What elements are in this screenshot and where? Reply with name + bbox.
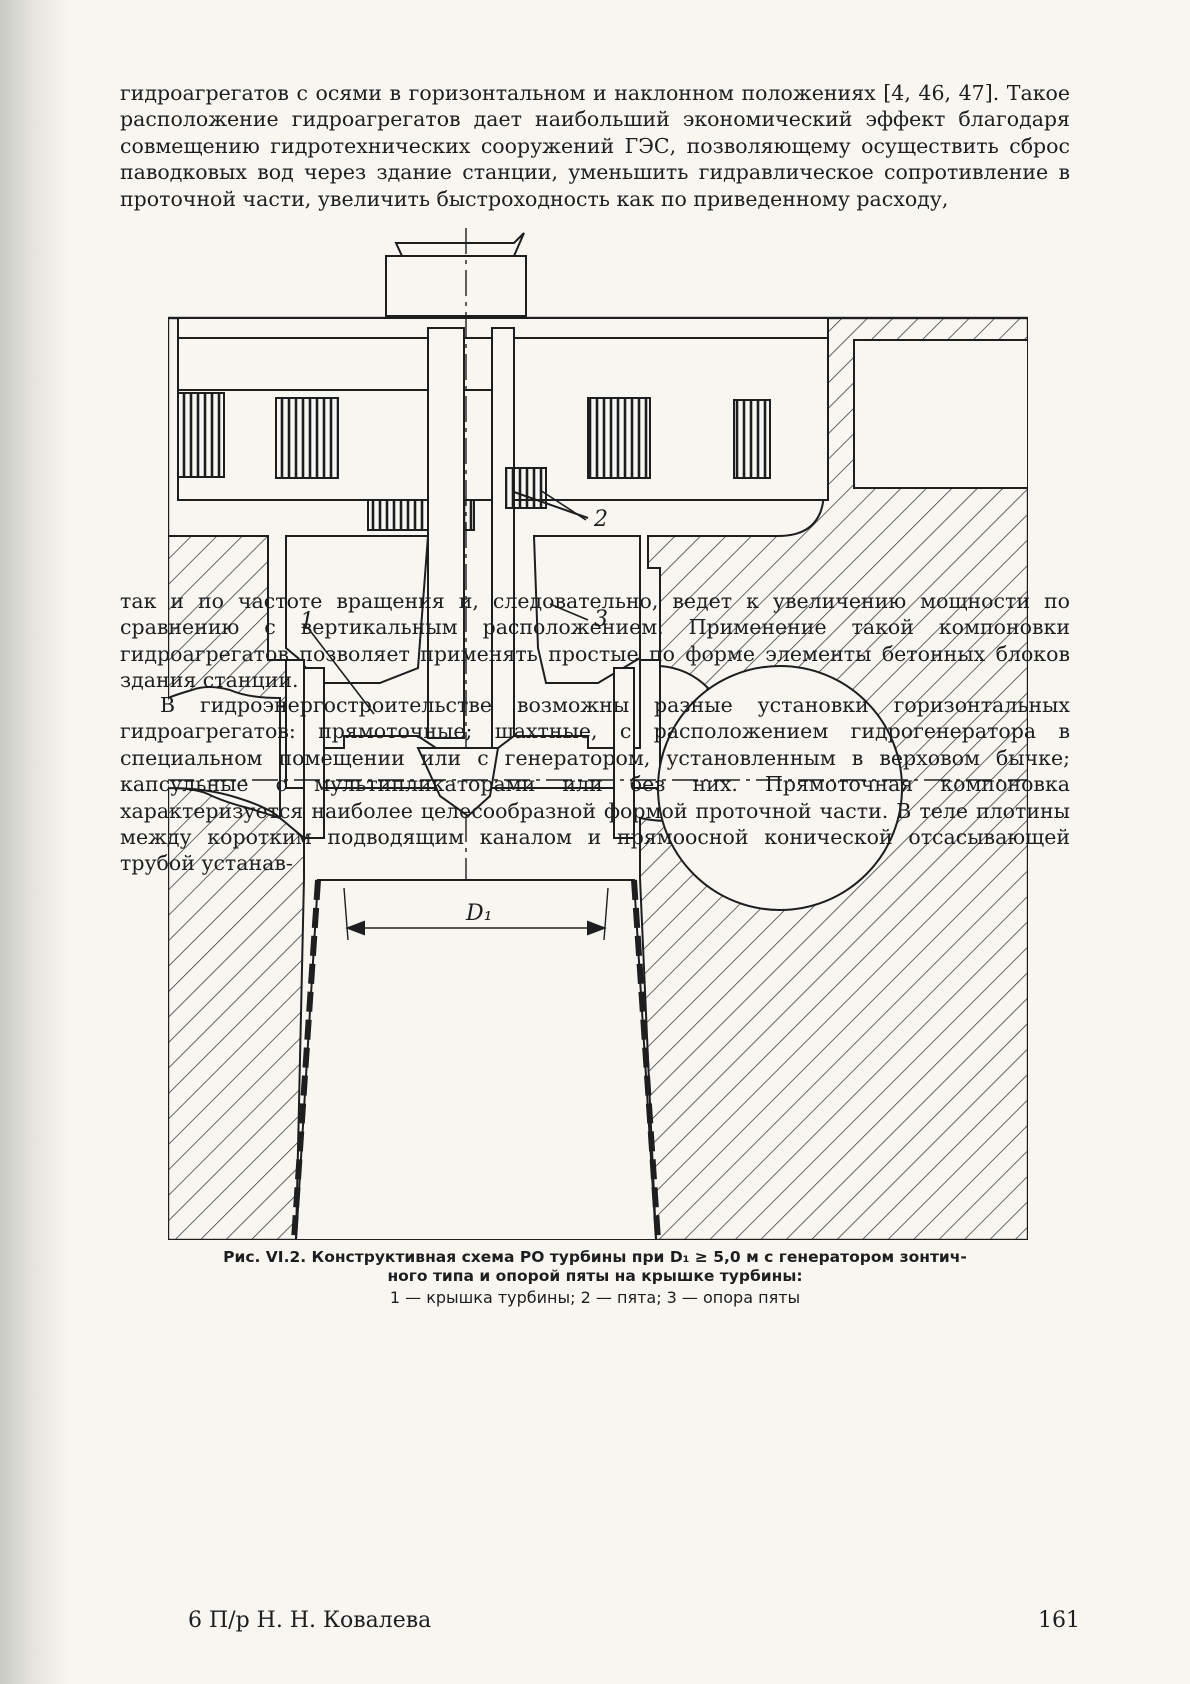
body-paragraph-3: В гидроэнергостроительстве возможны разн… — [120, 693, 1070, 876]
label-1: 1 — [300, 609, 314, 634]
runner-cone — [416, 747, 500, 818]
body-paragraph-2: так и по частоте вращения и, следователь… — [120, 589, 1070, 693]
figure-caption-legend: 1 — крышка турбины; 2 — пята; 3 — опора … — [389, 1288, 801, 1307]
label-d1: D₁ — [465, 901, 492, 926]
footer-signature: 6 П/р Н. Н. Ковалева — [188, 1608, 432, 1633]
turbine-cover — [285, 659, 661, 789]
label-3: 3 — [594, 607, 608, 632]
guide-vane-right — [613, 667, 635, 839]
shaft-cap — [394, 232, 525, 257]
figure-caption-line-2: ного типа и опорой пяты на крышке турбин… — [387, 1267, 803, 1285]
turbine-diagram: 1 2 3 D₁ — [168, 228, 1028, 1240]
guide-vane-left — [303, 667, 325, 839]
scan-edge-shadow — [0, 0, 70, 1684]
body-paragraph-1: гидроагрегатов с осями в горизонтальном … — [120, 81, 1070, 211]
figure-caption-line-1: Рис. VI.2. Конструктивная схема РО турби… — [223, 1248, 967, 1266]
label-2: 2 — [593, 507, 608, 532]
page-number: 161 — [1038, 1608, 1080, 1633]
draft-tube — [294, 879, 658, 1240]
spiral-case-right — [657, 665, 903, 911]
spiral-case-left — [168, 686, 281, 821]
